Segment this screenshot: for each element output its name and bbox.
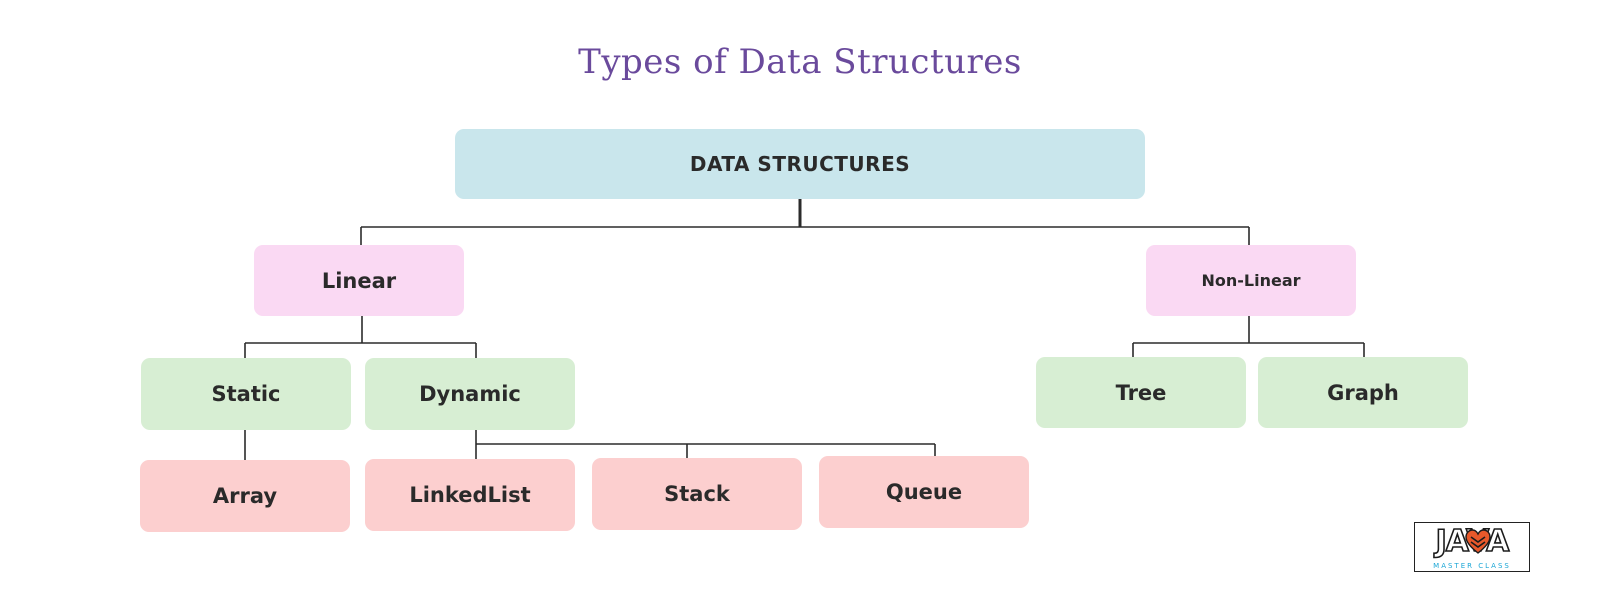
java-master-class-logo: JAVA MASTER CLASS (1414, 522, 1530, 572)
node-graph: Graph (1258, 357, 1468, 428)
node-linkedlist: LinkedList (365, 459, 575, 531)
node-static: Static (141, 358, 351, 430)
node-data-structures: DATA STRUCTURES (455, 129, 1145, 199)
node-dynamic: Dynamic (365, 358, 575, 430)
node-non-linear: Non-Linear (1146, 245, 1356, 316)
node-stack: Stack (592, 458, 802, 530)
diagram-title: Types of Data Structures (578, 42, 1022, 82)
logo-subtitle: MASTER CLASS (1433, 562, 1511, 570)
heart-chevron-icon (1465, 529, 1491, 554)
node-queue: Queue (819, 456, 1029, 528)
node-array: Array (140, 460, 350, 532)
node-linear: Linear (254, 245, 464, 316)
node-tree: Tree (1036, 357, 1246, 428)
